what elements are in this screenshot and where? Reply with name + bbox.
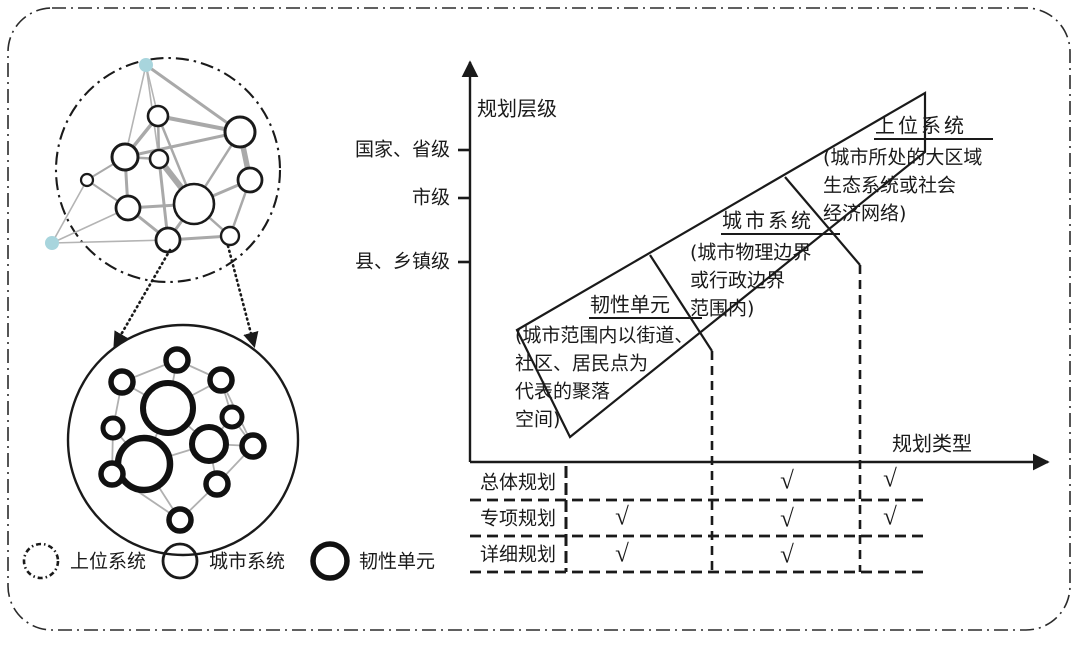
lower-network-nodes	[98, 346, 267, 534]
x-axis-label: 规划类型	[892, 432, 972, 456]
matrix-row-label-1: 专项规划	[480, 508, 556, 530]
band-desc-urban-system-line-3: 范围内)	[690, 298, 754, 320]
band-urban-system: 城市系统 (城市物理边界 或行政边界 范围内)	[690, 209, 840, 320]
band-separator-2	[784, 176, 861, 266]
lower-network-graph	[66, 323, 300, 557]
axes	[458, 60, 1050, 471]
legend-thick-circle-icon	[310, 541, 350, 581]
matrix-cell-2-0: √	[615, 541, 629, 568]
y-tick-label-municipal: 市级	[412, 187, 450, 209]
diagonal-band	[515, 91, 927, 439]
legend-label-resilience-unit: 韧性单元	[359, 551, 435, 573]
planning-matrix: 总体规划 专项规划 详细规划 √ √ √ √ √ √ √	[470, 466, 925, 574]
y-axis-ticks	[458, 148, 469, 264]
band-title-urban-system: 城市系统	[722, 209, 814, 233]
upper-network-graph	[45, 56, 282, 284]
legend: 上位系统 城市系统 韧性单元	[22, 541, 435, 581]
outer-border	[7, 7, 1071, 631]
band-desc-urban-system-line-1: (城市物理边界	[690, 242, 811, 264]
band-separator-1	[649, 254, 713, 352]
legend-label-superior-system: 上位系统	[70, 551, 146, 573]
network-nodes	[79, 104, 264, 254]
matrix-row-label-2: 详细规划	[480, 544, 556, 566]
y-tick-label-national: 国家、省级	[355, 139, 450, 161]
y-tick-label-county: 县、乡镇级	[355, 251, 450, 273]
matrix-cell-1-1: √	[780, 506, 794, 533]
y-axis-label: 规划层级	[477, 97, 557, 121]
matrix-cell-1-0: √	[615, 504, 629, 531]
band-desc-resilience-unit-line-4: 空间)	[515, 409, 560, 431]
band-title-superior-system: 上位系统	[875, 114, 967, 138]
zoom-connectors	[113, 244, 259, 349]
urban-system-boundary	[66, 323, 300, 557]
legend-thin-circle-icon	[161, 542, 199, 580]
band-desc-urban-system-line-2: 或行政边界	[690, 270, 785, 292]
legend-label-urban-system: 城市系统	[209, 551, 285, 573]
band-desc-resilience-unit-line-1: (城市范围内以街道、	[515, 325, 693, 347]
superior-system-boundary	[54, 56, 282, 284]
matrix-cell-2-1: √	[780, 542, 794, 569]
matrix-cell-0-2: √	[883, 466, 897, 493]
external-cyan-nodes	[45, 58, 153, 250]
band-superior-system: 上位系统 (城市所处的大区域 生态系统或社会 经济网络)	[823, 114, 993, 225]
band-desc-resilience-unit-line-3: 代表的聚落	[515, 381, 610, 403]
band-desc-superior-system-line-1: (城市所处的大区域	[823, 147, 982, 169]
band-desc-resilience-unit-line-2: 社区、居民点为	[515, 353, 648, 375]
matrix-cell-0-1: √	[780, 468, 794, 495]
matrix-row-dividers	[470, 498, 925, 574]
band-desc-superior-system-line-2: 生态系统或社会	[823, 175, 956, 197]
band-title-resilience-unit: 韧性单元	[590, 293, 670, 317]
band-resilience-unit: 韧性单元 (城市范围内以街道、 社区、居民点为 代表的聚落 空间)	[515, 293, 702, 431]
matrix-cell-1-2: √	[883, 504, 897, 531]
band-outline	[515, 91, 927, 439]
matrix-row-label-0: 总体规划	[480, 472, 556, 494]
band-desc-superior-system-line-3: 经济网络)	[823, 203, 906, 225]
legend-dash-dot-circle-icon	[22, 542, 60, 580]
